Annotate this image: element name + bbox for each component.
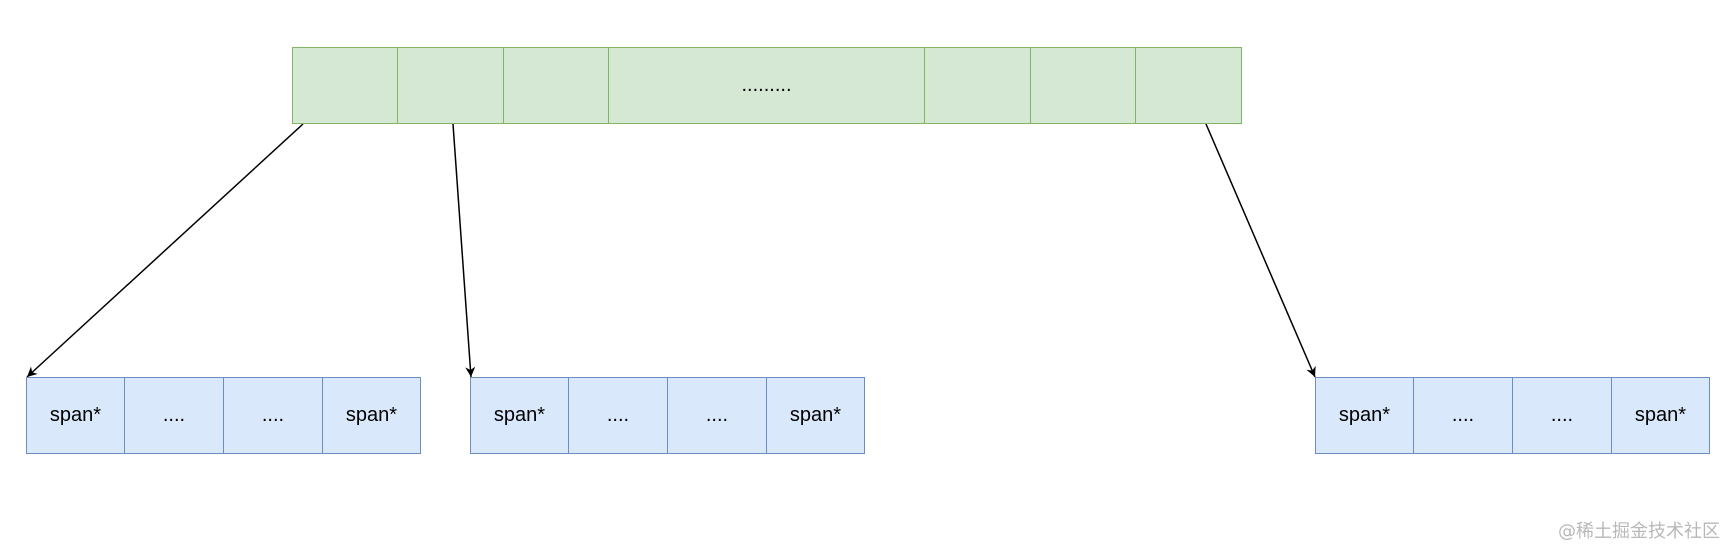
top-cell [397, 47, 504, 124]
arrow-to-array-3 [1205, 123, 1316, 378]
span-cell: .... [223, 377, 323, 454]
top-cell [503, 47, 609, 124]
span-cell: span* [470, 377, 569, 454]
top-cell [1135, 47, 1242, 124]
arrow-to-array-2 [452, 123, 476, 378]
span-cell: span* [1611, 377, 1710, 454]
watermark: @稀土掘金技术社区 [1558, 521, 1720, 542]
arrow-to-array-1 [26, 123, 304, 378]
top-cell-ellipsis: ......... [608, 47, 925, 124]
span-cell: .... [568, 377, 668, 454]
span-cell: .... [1413, 377, 1513, 454]
span-cell: span* [26, 377, 125, 454]
span-cell: span* [1315, 377, 1414, 454]
span-cell: .... [667, 377, 767, 454]
top-cell [1030, 47, 1136, 124]
top-cell [924, 47, 1031, 124]
span-cell: span* [322, 377, 421, 454]
top-cell [292, 47, 398, 124]
span-cell: span* [766, 377, 865, 454]
span-cell: .... [1512, 377, 1612, 454]
span-cell: .... [124, 377, 224, 454]
